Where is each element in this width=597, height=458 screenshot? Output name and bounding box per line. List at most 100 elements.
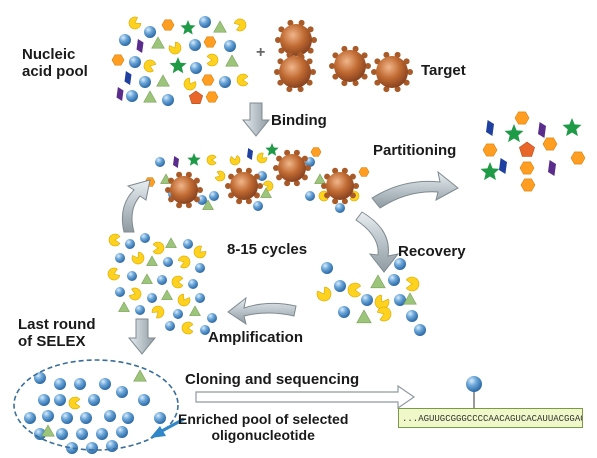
sphere-icon: [162, 94, 174, 106]
sphere-icon: [189, 39, 201, 51]
sphere-icon: [190, 62, 202, 74]
sphere-icon: [406, 310, 418, 322]
target-spike: [352, 45, 359, 52]
target-spike: [383, 86, 390, 93]
target-molecule-icon: [279, 56, 311, 88]
pacman-icon: [206, 154, 217, 166]
sphere-icon: [34, 372, 46, 384]
sphere-icon: [74, 378, 86, 390]
target-spike: [245, 198, 252, 205]
parallelogram-icon: [136, 39, 144, 53]
target-spike: [329, 63, 335, 69]
sphere-icon: [99, 378, 111, 390]
target-spike: [297, 86, 304, 93]
triangle-icon: [143, 90, 157, 103]
hexagon-icon: [203, 36, 217, 48]
triangle-icon: [165, 237, 177, 248]
target-spike: [293, 149, 300, 156]
hexagon-icon: [520, 178, 536, 192]
pentagon-icon: [519, 141, 535, 157]
triangle-icon: [118, 301, 130, 312]
pacman-icon: [128, 16, 142, 30]
target-molecule-icon: [230, 172, 258, 200]
cloning-arrow-icon: [195, 384, 416, 410]
target-spike: [176, 171, 183, 178]
sphere-icon: [116, 386, 128, 398]
triangle-icon: [202, 199, 214, 210]
sphere-icon: [122, 412, 134, 424]
triangle-icon: [225, 54, 239, 67]
sphere-icon: [56, 428, 68, 440]
target-spike: [341, 198, 348, 205]
last-round-line2: of SELEX: [18, 333, 86, 351]
target-molecule-icon: [334, 50, 366, 82]
target-spike: [225, 183, 231, 189]
target-spike: [284, 149, 291, 156]
sphere-icon: [253, 201, 263, 211]
sphere-icon: [338, 306, 350, 318]
target-spike: [394, 86, 401, 93]
triangle-icon: [370, 274, 386, 289]
cycles-label: 8-15 cycles: [227, 241, 308, 258]
nucleic-acid-pool-line1: Nucleic: [22, 46, 76, 63]
star-icon: [180, 20, 196, 35]
target-spike: [284, 180, 291, 187]
sphere-icon: [76, 428, 88, 440]
sphere-icon: [54, 378, 66, 390]
pacman-icon: [143, 59, 157, 73]
target-molecule-icon: [280, 24, 312, 56]
last-round-label: Last round of SELEX: [18, 316, 96, 351]
sphere-icon: [126, 90, 138, 102]
pacman-icon: [168, 41, 182, 55]
sphere-icon: [183, 239, 193, 249]
target-spike: [365, 63, 371, 69]
hexagon-icon: [201, 74, 215, 86]
sphere-icon: [119, 34, 131, 46]
triangle-icon: [213, 20, 227, 33]
sphere-icon: [42, 410, 54, 422]
sphere-icon: [115, 253, 125, 263]
pacman-icon: [151, 305, 165, 319]
target-molecule-icon: [376, 56, 408, 88]
triangle-icon: [314, 173, 326, 184]
parallelogram-icon: [538, 122, 546, 138]
recovery-arrow-icon: [355, 211, 400, 273]
hexagon-icon: [161, 19, 175, 31]
sphere-icon: [195, 263, 205, 273]
target-spike: [321, 183, 327, 189]
amplification-arrow-icon: [227, 296, 297, 326]
target-molecule-icon: [170, 176, 198, 204]
sphere-icon: [188, 279, 198, 289]
cycle-arrow-icon: [121, 179, 151, 233]
target-spike: [176, 202, 183, 209]
sphere-icon: [127, 271, 137, 281]
pacman-icon: [128, 287, 142, 301]
sphere-icon: [66, 442, 78, 454]
pacman-icon: [229, 155, 241, 166]
star-icon: [265, 143, 279, 156]
enriched-pool-outline: [13, 359, 179, 451]
nucleic-acid-pool-label: Nucleic acid pool: [22, 46, 88, 81]
sphere-icon: [157, 275, 167, 285]
target-spike: [341, 80, 348, 87]
parallelogram-icon: [173, 156, 179, 168]
pacman-icon: [206, 53, 219, 67]
pacman-icon: [316, 286, 332, 302]
pacman-icon: [347, 282, 362, 298]
pacman-icon: [214, 170, 226, 182]
pacman-icon: [405, 276, 420, 292]
triangle-icon: [403, 292, 417, 305]
pacman-icon: [376, 306, 392, 322]
hexagon-icon: [310, 147, 322, 157]
sphere-icon: [200, 325, 210, 335]
sphere-icon: [155, 157, 165, 167]
sphere-icon: [165, 321, 175, 331]
sphere-icon: [257, 171, 267, 181]
target-spike: [383, 51, 390, 58]
sphere-icon: [361, 294, 373, 306]
pacman-icon: [177, 293, 191, 307]
target-spike: [332, 198, 339, 205]
sphere-icon: [140, 233, 150, 243]
sphere-icon: [163, 257, 173, 267]
triangle-icon: [146, 255, 158, 266]
